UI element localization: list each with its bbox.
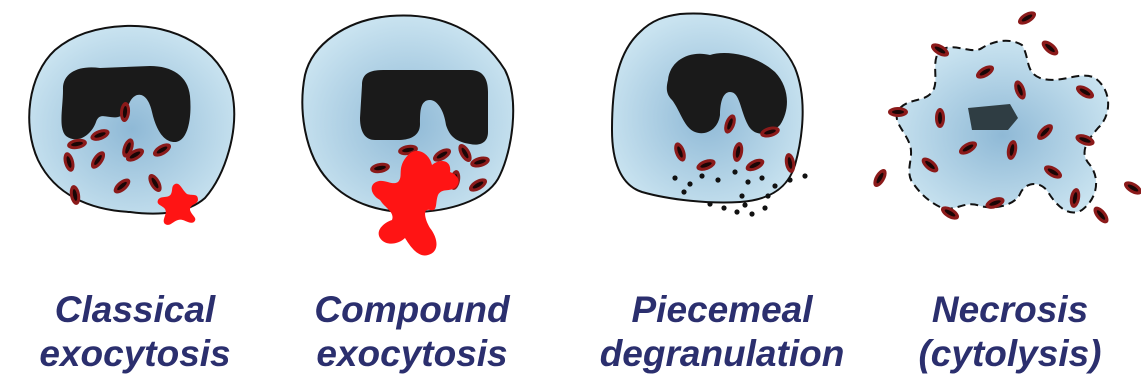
label-line-2: (cytolysis): [880, 332, 1140, 376]
label-line-2: exocytosis: [5, 332, 265, 376]
cell-membrane: [29, 26, 234, 214]
label-compound-exocytosis: Compound exocytosis: [282, 288, 542, 376]
label-line-1: Piecemeal: [592, 288, 852, 332]
classical-exocytosis-cell: [29, 26, 234, 225]
label-line-1: Necrosis: [880, 288, 1140, 332]
nucleus-remnant: [968, 104, 1018, 130]
label-line-1: Classical: [5, 288, 265, 332]
piecemeal-degranulation-cell: [612, 13, 808, 216]
label-piecemeal-degranulation: Piecemeal degranulation: [592, 288, 852, 376]
compound-exocytosis-cell: [302, 15, 513, 255]
label-classical-exocytosis: Classical exocytosis: [5, 288, 265, 376]
label-necrosis-cytolysis: Necrosis (cytolysis): [880, 288, 1140, 376]
label-line-2: exocytosis: [282, 332, 542, 376]
label-line-2: degranulation: [592, 332, 852, 376]
necrosis-cell: [871, 9, 1141, 226]
label-line-1: Compound: [282, 288, 542, 332]
